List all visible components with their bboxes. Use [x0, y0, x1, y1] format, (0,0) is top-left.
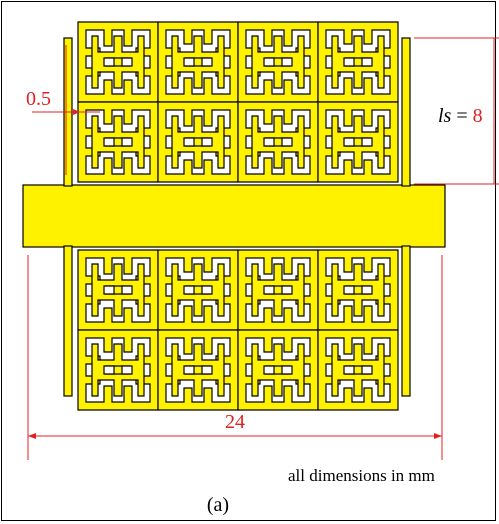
ls-symbol: ls [438, 105, 452, 127]
total-width-label: 24 [225, 411, 245, 433]
feed-line [22, 184, 446, 248]
cell-lower-4 [317, 249, 399, 331]
ls-dimension [414, 37, 499, 185]
cell-upper-8 [317, 101, 399, 183]
gap-dimension [32, 45, 100, 175]
width-dimension [27, 255, 443, 460]
ls-value: 8 [473, 105, 483, 127]
panel-caption: (a) [207, 494, 229, 516]
cell-lower-7 [237, 329, 319, 411]
cell-upper-3 [237, 21, 319, 103]
stub-right-bottom [401, 245, 411, 397]
units-note: all dimensions in mm [288, 466, 435, 485]
cell-lower-6 [157, 329, 239, 411]
gap-width-label: 0.5 [26, 88, 51, 110]
cell-lower-2 [157, 249, 239, 331]
cell-lower-1 [77, 249, 159, 331]
stub-right-top [401, 37, 411, 187]
cell-lower-8 [317, 329, 399, 411]
lower-resonator-cells [77, 249, 399, 411]
cell-upper-7 [237, 101, 319, 183]
cell-lower-3 [237, 249, 319, 331]
cell-upper-4 [317, 21, 399, 103]
cell-lower-5 [77, 329, 159, 411]
ls-label: ls = 8 [438, 105, 483, 127]
upper-resonator-cells [77, 21, 399, 183]
stub-left-bottom [63, 245, 73, 397]
ls-equals: = [451, 105, 472, 127]
cell-upper-1 [77, 21, 159, 103]
cell-upper-2 [157, 21, 239, 103]
cell-upper-5 [77, 101, 159, 183]
cell-upper-6 [157, 101, 239, 183]
